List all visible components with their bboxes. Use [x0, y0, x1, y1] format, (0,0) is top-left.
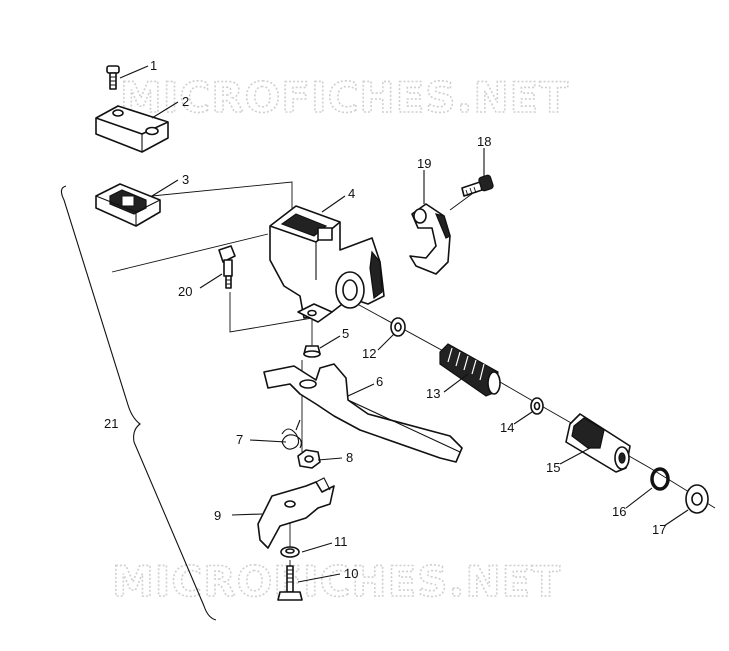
label-part-5: 5 — [342, 326, 349, 341]
label-part-3: 3 — [182, 172, 189, 187]
label-part-21: 21 — [104, 416, 118, 431]
part-11-washer — [280, 546, 300, 558]
label-part-20: 20 — [178, 284, 192, 299]
label-part-14: 14 — [500, 420, 514, 435]
leader-lines — [119, 65, 689, 583]
label-part-8: 8 — [346, 450, 353, 465]
label-part-6: 6 — [376, 374, 383, 389]
label-part-11: 11 — [334, 534, 348, 549]
label-part-1: 1 — [150, 58, 157, 73]
part-8-nut — [297, 449, 321, 469]
watermark-top: MICROFICHES.NET — [120, 73, 569, 122]
label-part-2: 2 — [182, 94, 189, 109]
label-part-18: 18 — [477, 134, 491, 149]
label-part-10: 10 — [344, 566, 358, 581]
part-10-bolt — [277, 565, 303, 601]
part-6-lever — [263, 363, 463, 463]
label-part-12: 12 — [362, 346, 376, 361]
label-part-4: 4 — [348, 186, 355, 201]
part-3-diaphragm — [95, 183, 161, 227]
part-14-washer — [530, 397, 544, 415]
label-part-17: 17 — [652, 522, 666, 537]
label-part-16: 16 — [612, 504, 626, 519]
part-20-bolt — [218, 245, 236, 289]
label-part-13: 13 — [426, 386, 440, 401]
label-part-7: 7 — [236, 432, 243, 447]
part-2-cover — [95, 105, 169, 153]
part-1-screw — [106, 65, 120, 90]
part-17-washer — [685, 484, 709, 514]
part-9-bracket — [257, 477, 335, 549]
watermark-bottom: MICROFICHES.NET — [112, 557, 561, 606]
part-16-oring — [650, 467, 670, 491]
label-part-15: 15 — [546, 460, 560, 475]
part-7-spring — [281, 419, 302, 450]
assembly-brace — [60, 185, 217, 621]
assembly-lines — [111, 181, 716, 580]
part-labels: 1 2 3 4 5 6 7 8 9 10 11 12 13 14 15 16 1… — [104, 58, 666, 581]
part-12-washer — [390, 317, 406, 337]
part-13-boot — [439, 343, 501, 397]
label-part-9: 9 — [214, 508, 221, 523]
part-15-piston — [565, 413, 631, 473]
part-4-master-cylinder — [269, 205, 385, 323]
part-19-clamp — [409, 203, 451, 275]
label-part-19: 19 — [417, 156, 431, 171]
part-18-screw — [461, 174, 494, 197]
part-5-nut — [303, 345, 321, 358]
